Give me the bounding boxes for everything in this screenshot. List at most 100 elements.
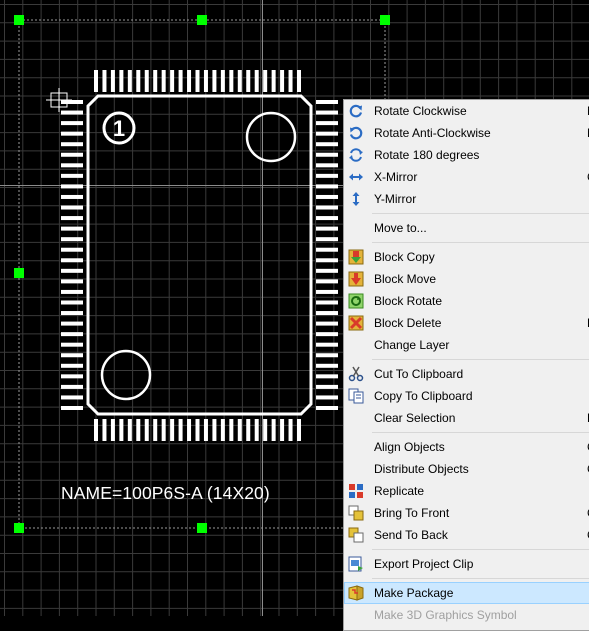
pad[interactable] (316, 311, 338, 316)
pad[interactable] (144, 419, 149, 441)
menu-item-replicate[interactable]: Replicate (344, 480, 589, 502)
menu-item-cut-to-clipboard[interactable]: Cut To Clipboard (344, 363, 589, 385)
menu-item-rotate-180-degrees[interactable]: Rotate 180 degrees (344, 144, 589, 166)
pad[interactable] (61, 205, 83, 210)
handle-middle-left[interactable] (14, 268, 24, 278)
pad[interactable] (61, 237, 83, 242)
pad[interactable] (271, 419, 276, 441)
pad[interactable] (61, 363, 83, 368)
pad[interactable] (212, 70, 217, 92)
pad[interactable] (316, 216, 338, 221)
handle-bottom-middle[interactable] (197, 523, 207, 533)
menu-item-block-copy[interactable]: Block Copy (344, 246, 589, 268)
pad[interactable] (316, 142, 338, 147)
pad[interactable] (254, 419, 259, 441)
pad[interactable] (61, 216, 83, 221)
pad[interactable] (316, 163, 338, 168)
pad[interactable] (61, 142, 83, 147)
pad[interactable] (61, 300, 83, 305)
pad[interactable] (61, 110, 83, 115)
menu-item-rotate-clockwise[interactable]: Rotate ClockwiseN (344, 100, 589, 122)
pad[interactable] (61, 374, 83, 379)
pad[interactable] (61, 406, 83, 410)
pad[interactable] (187, 70, 192, 92)
menu-item-change-layer[interactable]: Change Layer (344, 334, 589, 356)
pad[interactable] (316, 247, 338, 252)
pad[interactable] (280, 419, 285, 441)
pad[interactable] (316, 173, 338, 178)
pad[interactable] (203, 70, 208, 92)
pad[interactable] (271, 70, 276, 92)
pad[interactable] (212, 419, 217, 441)
pad[interactable] (119, 70, 124, 92)
pad[interactable] (61, 226, 83, 231)
pad[interactable] (136, 70, 141, 92)
component-name-label[interactable]: NAME=100P6S-A (14X20) (61, 483, 270, 503)
pad[interactable] (254, 70, 259, 92)
pad[interactable] (316, 268, 338, 273)
pad[interactable] (94, 419, 98, 441)
menu-item-block-move[interactable]: Block Move (344, 268, 589, 290)
pad[interactable] (170, 419, 175, 441)
pad[interactable] (61, 311, 83, 316)
pad[interactable] (178, 419, 183, 441)
menu-item-y-mirror[interactable]: Y-Mirror (344, 188, 589, 210)
pad[interactable] (263, 419, 268, 441)
menu-item-align-objects[interactable]: Align ObjectsC (344, 436, 589, 458)
pad[interactable] (237, 70, 242, 92)
pad[interactable] (195, 419, 200, 441)
pad[interactable] (110, 419, 115, 441)
pad[interactable] (316, 184, 338, 189)
pad[interactable] (203, 419, 208, 441)
pad[interactable] (316, 194, 338, 199)
menu-item-rotate-anti-clockwise[interactable]: Rotate Anti-ClockwiseN (344, 122, 589, 144)
pad[interactable] (316, 205, 338, 210)
pad[interactable] (263, 70, 268, 92)
pad[interactable] (316, 226, 338, 231)
pad[interactable] (178, 70, 183, 92)
pad[interactable] (110, 70, 115, 92)
menu-item-copy-to-clipboard[interactable]: Copy To Clipboard (344, 385, 589, 407)
pad[interactable] (127, 70, 132, 92)
menu-item-block-rotate[interactable]: Block Rotate (344, 290, 589, 312)
pad[interactable] (288, 70, 293, 92)
pad[interactable] (61, 152, 83, 157)
menu-item-export-project-clip[interactable]: Export Project Clip (344, 553, 589, 575)
pad[interactable] (61, 384, 83, 389)
pad[interactable] (187, 419, 192, 441)
pad[interactable] (316, 289, 338, 294)
pad[interactable] (297, 419, 301, 441)
pad[interactable] (220, 70, 225, 92)
menu-item-clear-selection[interactable]: Clear SelectionE (344, 407, 589, 429)
pad[interactable] (316, 237, 338, 242)
pad[interactable] (61, 163, 83, 168)
pad[interactable] (61, 194, 83, 199)
menu-item-distribute-objects[interactable]: Distribute ObjectsC (344, 458, 589, 480)
pad[interactable] (127, 419, 132, 441)
pad[interactable] (316, 152, 338, 157)
handle-top-left[interactable] (14, 15, 24, 25)
selection-handles[interactable] (14, 15, 390, 533)
menu-item-send-to-back[interactable]: Send To BackC (344, 524, 589, 546)
pad[interactable] (136, 419, 141, 441)
pad[interactable] (195, 70, 200, 92)
pad[interactable] (316, 279, 338, 284)
pad[interactable] (316, 374, 338, 379)
menu-item-bring-to-front[interactable]: Bring To FrontC (344, 502, 589, 524)
pad[interactable] (153, 70, 158, 92)
pad[interactable] (220, 419, 225, 441)
pad[interactable] (170, 70, 175, 92)
pad[interactable] (297, 70, 301, 92)
pad[interactable] (61, 173, 83, 178)
pad[interactable] (237, 419, 242, 441)
pad[interactable] (94, 70, 98, 92)
pad[interactable] (102, 70, 107, 92)
menu-item-x-mirror[interactable]: X-MirrorC (344, 166, 589, 188)
pad[interactable] (229, 419, 234, 441)
pad[interactable] (280, 70, 285, 92)
pad[interactable] (102, 419, 107, 441)
pad[interactable] (316, 300, 338, 305)
handle-bottom-left[interactable] (14, 523, 24, 533)
pad[interactable] (61, 321, 83, 326)
pad[interactable] (316, 258, 338, 263)
